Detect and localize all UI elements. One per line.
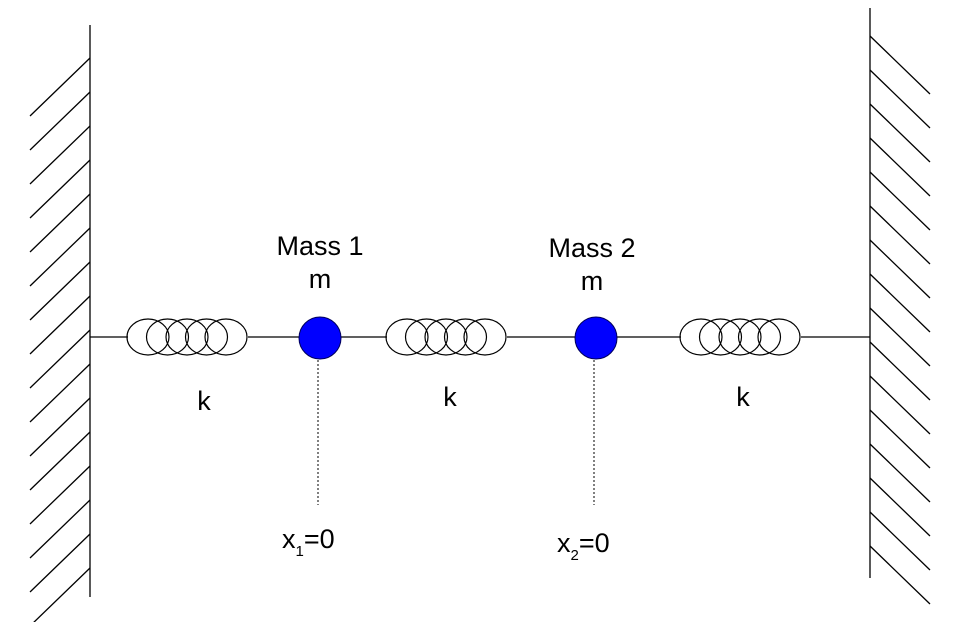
spring-1-label: k bbox=[197, 386, 211, 416]
mass-2-symbol: m bbox=[581, 266, 604, 296]
left-wall-hatch-stroke bbox=[29, 499, 91, 559]
spring-coil-loop bbox=[679, 318, 723, 356]
spring-coil-loop bbox=[165, 318, 209, 356]
spring-coil-loop bbox=[698, 318, 743, 356]
mass-1-title: Mass 1 bbox=[276, 231, 363, 261]
right-wall-hatch-stroke bbox=[869, 103, 931, 163]
mass-1-position-label: x1=0 bbox=[282, 524, 335, 560]
mass-2-position-label: x2=0 bbox=[557, 528, 610, 564]
right-wall-hatch-stroke bbox=[869, 205, 931, 265]
spring-coil-loop bbox=[126, 318, 170, 356]
right-wall-hatch-stroke bbox=[869, 443, 931, 503]
spring-coil-loop bbox=[145, 318, 190, 356]
spring-coil-loop bbox=[757, 318, 801, 356]
mass-2-position-value: =0 bbox=[579, 528, 610, 558]
spring-coil-loop bbox=[184, 318, 229, 356]
mass-2-position-var: x bbox=[557, 528, 571, 558]
left-wall-hatch-stroke bbox=[29, 533, 91, 593]
mass-1-icon bbox=[298, 316, 342, 360]
left-wall-hatch-stroke bbox=[29, 57, 91, 117]
spring-coil-loop bbox=[463, 318, 507, 356]
mass-2-position-subscript: 2 bbox=[571, 547, 579, 564]
mass-2-icon bbox=[574, 316, 618, 360]
mass-1-symbol: m bbox=[309, 264, 332, 294]
right-wall-hatch-stroke bbox=[869, 375, 931, 435]
spring-2-label: k bbox=[443, 382, 457, 412]
mass-1-position-subscript: 1 bbox=[296, 543, 304, 560]
right-wall-hatch-stroke bbox=[869, 307, 931, 367]
right-wall-hatch-stroke bbox=[869, 545, 931, 605]
left-wall-hatch-stroke bbox=[29, 363, 91, 423]
right-wall-hatch-stroke bbox=[869, 511, 931, 571]
left-wall-hatch-stroke bbox=[29, 159, 91, 219]
right-wall-hatch-stroke bbox=[869, 69, 931, 129]
spring-coil-loop bbox=[424, 318, 468, 356]
right-wall-hatch-stroke bbox=[869, 171, 931, 231]
spring-3-coil-icon bbox=[679, 318, 801, 356]
right-wall-hatch-stroke bbox=[869, 477, 931, 537]
left-wall-hatch-stroke bbox=[29, 125, 91, 185]
left-wall-hatch-stroke bbox=[29, 261, 91, 321]
right-wall-hatch-stroke bbox=[869, 341, 931, 401]
mass-1-position-var: x bbox=[282, 524, 296, 554]
spring-coil-loop bbox=[204, 318, 248, 356]
right-wall-hatch-stroke bbox=[869, 273, 931, 333]
mass-1-position-value: =0 bbox=[304, 524, 335, 554]
left-wall-hatch-stroke bbox=[29, 295, 91, 355]
left-wall-hatch-stroke bbox=[29, 91, 91, 151]
right-wall-hatch-stroke bbox=[869, 239, 931, 299]
right-wall-hatching-icon bbox=[869, 35, 931, 605]
left-wall-hatch-stroke bbox=[29, 397, 91, 457]
left-wall-hatch-stroke bbox=[29, 329, 91, 389]
spring-1-coil-icon bbox=[126, 318, 248, 356]
left-wall-hatch-stroke bbox=[33, 567, 91, 622]
right-wall-hatch-stroke bbox=[869, 35, 931, 95]
left-wall-hatching-icon bbox=[29, 57, 91, 622]
left-wall-hatch-stroke bbox=[29, 431, 91, 491]
right-wall-hatch-stroke bbox=[869, 137, 931, 197]
right-wall-hatch-stroke bbox=[869, 409, 931, 469]
spring-coil-loop bbox=[737, 318, 782, 356]
left-wall bbox=[29, 25, 91, 622]
left-wall-hatch-stroke bbox=[29, 227, 91, 287]
right-wall bbox=[869, 8, 931, 605]
left-wall-hatch-stroke bbox=[29, 465, 91, 525]
spring-2-coil-icon bbox=[385, 318, 507, 356]
spring-coil-loop bbox=[718, 318, 762, 356]
spring-coil-loop bbox=[443, 318, 488, 356]
spring-coil-loop bbox=[404, 318, 449, 356]
mass-2-title: Mass 2 bbox=[548, 233, 635, 263]
left-wall-hatch-stroke bbox=[29, 193, 91, 253]
spring-3-label: k bbox=[736, 382, 750, 412]
spring-coil-loop bbox=[385, 318, 429, 356]
